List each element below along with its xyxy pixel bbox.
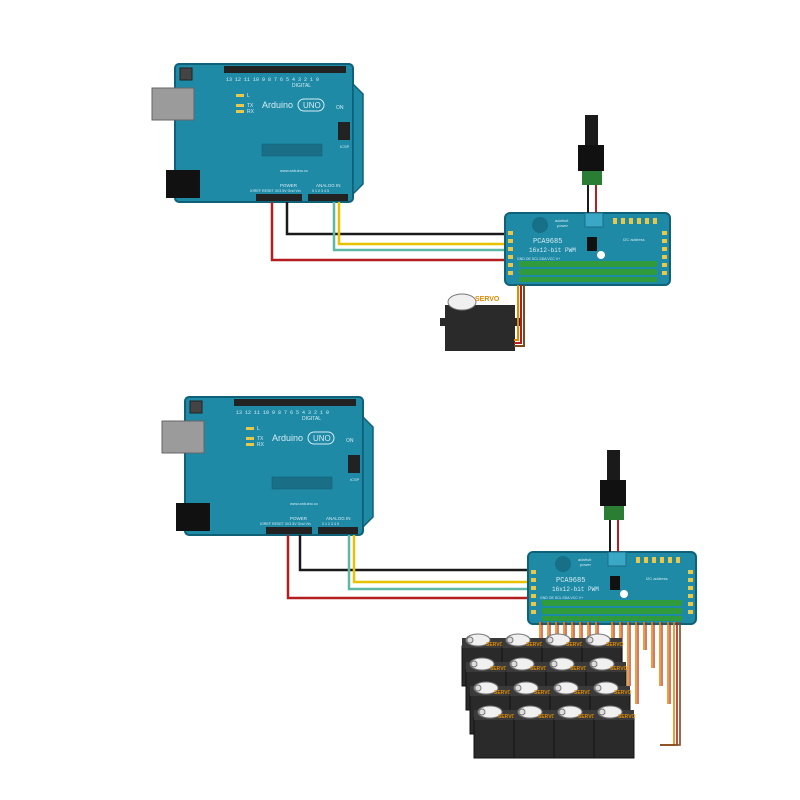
servo-cable xyxy=(627,622,631,686)
servo-top-label: SERVO xyxy=(475,296,500,303)
driver-chip: PCA9685 xyxy=(556,577,585,585)
power-header xyxy=(266,527,312,534)
arduino-model: UNO xyxy=(303,101,321,110)
analog-label: ANALOG IN xyxy=(316,183,341,188)
servo-label: SERVO xyxy=(578,714,596,720)
power-pin-labels: IOREF RESET 3V3 5V Gnd Vin xyxy=(260,522,311,526)
icsp-header xyxy=(338,122,350,140)
driver-chip: PCA9685 xyxy=(533,238,562,246)
servo-label: SERVO xyxy=(606,642,624,648)
servo-label: SERVO xyxy=(538,714,556,720)
address-label: I2C address xyxy=(646,576,668,581)
servo: SERVO xyxy=(593,705,636,759)
usb-port xyxy=(151,87,195,121)
power-header xyxy=(256,194,302,201)
led-l-label: L xyxy=(247,93,250,99)
servo-cable xyxy=(643,622,647,650)
dc-jack xyxy=(166,170,200,198)
servo-label: SERVO xyxy=(486,642,504,648)
driver-left-pins: GND OE SCL SDA VCC V+ xyxy=(517,257,560,261)
address-label: I2C address xyxy=(623,237,645,242)
driver-subtitle: 16x12-bit PWM xyxy=(529,247,576,254)
led-tx-label: TX xyxy=(247,103,254,109)
analog-pin-labels: 0 1 2 3 4 5 xyxy=(312,189,329,193)
power-pin-labels: IOREF RESET 3V3 5V Gnd Vin xyxy=(250,189,301,193)
servo-label: SERVO xyxy=(498,714,516,720)
servo-bank: SERVO SERVO SERVO SERVO SERVO SERVO SERVO SERVO… xyxy=(461,633,636,759)
led-tx-label: TX xyxy=(257,436,264,442)
led-rx-label: RX xyxy=(247,109,255,115)
servo-label: SERVO xyxy=(530,666,548,672)
digital-pin-labels: 13 12 11 10 9 8 7 6 5 4 3 2 1 0 xyxy=(226,77,319,83)
digital-pin-labels: 13 12 11 10 9 8 7 6 5 4 3 2 1 0 xyxy=(236,410,329,416)
led-rx-label: RX xyxy=(257,442,265,448)
servo-cable xyxy=(635,622,639,704)
servo-cable xyxy=(667,622,671,704)
arduino-brand: Arduino xyxy=(272,433,303,443)
arduino-model: UNO xyxy=(313,434,331,443)
arduino-board-bottom: 13 12 11 10 9 8 7 6 5 4 3 2 1 0 DIGITAL … xyxy=(161,396,374,536)
servo-label: SERVO xyxy=(490,666,508,672)
arduino-site: www.arduino.cc xyxy=(290,501,318,506)
analog-header xyxy=(318,527,358,534)
digital-header xyxy=(224,66,346,73)
servo-label: SERVO xyxy=(570,666,588,672)
driver-power-label: power xyxy=(580,562,592,567)
analog-label: ANALOG IN xyxy=(326,516,351,521)
power-label: POWER xyxy=(290,516,308,521)
driver-left-pins: GND OE SCL SDA VCC V+ xyxy=(540,596,583,600)
wires-top xyxy=(270,202,512,262)
analog-pin-labels: 0 1 2 3 4 5 xyxy=(322,522,339,526)
multi-servo-setup: 13 12 11 10 9 8 7 6 5 4 3 2 1 0 DIGITAL … xyxy=(161,396,697,759)
digital-header xyxy=(234,399,356,406)
arduino-board-top: 13 12 11 10 9 8 7 6 5 4 3 2 1 0 DIGITAL … xyxy=(151,63,364,203)
driver-subtitle: 16x12-bit PWM xyxy=(552,586,599,593)
servo: SERVO xyxy=(513,705,556,759)
icsp-header xyxy=(348,455,360,473)
analog-header xyxy=(308,194,348,201)
servo-label: SERVO xyxy=(566,642,584,648)
driver-power-label: power xyxy=(557,223,569,228)
servo-cable xyxy=(660,622,681,746)
dc-jack xyxy=(176,503,210,531)
servo-label: SERVO xyxy=(534,690,552,696)
servo-label: SERVO xyxy=(614,690,632,696)
servo-top: SERVO xyxy=(440,285,525,351)
pwm-driver-bottom: adafruit power PCA9685 16x12-bit PWM I2C… xyxy=(527,551,697,625)
reset-button xyxy=(179,67,193,81)
on-label: ON xyxy=(336,105,344,111)
dc-power-cable-bottom xyxy=(600,450,626,552)
icsp-label: ICSP xyxy=(350,477,360,482)
arduino-brand: Arduino xyxy=(262,100,293,110)
wires-bottom xyxy=(286,535,530,600)
servo-label: SERVO xyxy=(526,642,544,648)
usb-port xyxy=(161,420,205,454)
led-l-label: L xyxy=(257,426,260,432)
servo: SERVO xyxy=(473,705,516,759)
icsp-label: ICSP xyxy=(340,144,350,149)
power-terminal xyxy=(584,212,604,228)
dc-power-cable-top xyxy=(578,115,604,213)
digital-label: DIGITAL xyxy=(292,83,311,89)
servo-label: SERVO xyxy=(574,690,592,696)
servo-cable xyxy=(651,622,655,668)
on-label: ON xyxy=(346,438,354,444)
power-label: POWER xyxy=(280,183,298,188)
servo-cable xyxy=(659,622,663,686)
servo-label: SERVO xyxy=(618,714,636,720)
power-terminal xyxy=(607,551,627,567)
driver-brand: adafruit xyxy=(578,557,592,562)
reset-button xyxy=(189,400,203,414)
servo: SERVO xyxy=(553,705,596,759)
single-servo-setup: 13 12 11 10 9 8 7 6 5 4 3 2 1 0 DIGITAL … xyxy=(151,63,671,351)
arduino-site: www.arduino.cc xyxy=(280,168,308,173)
servo-label: SERVO xyxy=(610,666,628,672)
servo-label: SERVO xyxy=(494,690,512,696)
digital-label: DIGITAL xyxy=(302,416,321,422)
driver-brand: adafruit xyxy=(555,218,569,223)
pwm-driver-top: adafruit power PCA9685 16x12-bit PWM I2C… xyxy=(504,212,671,286)
